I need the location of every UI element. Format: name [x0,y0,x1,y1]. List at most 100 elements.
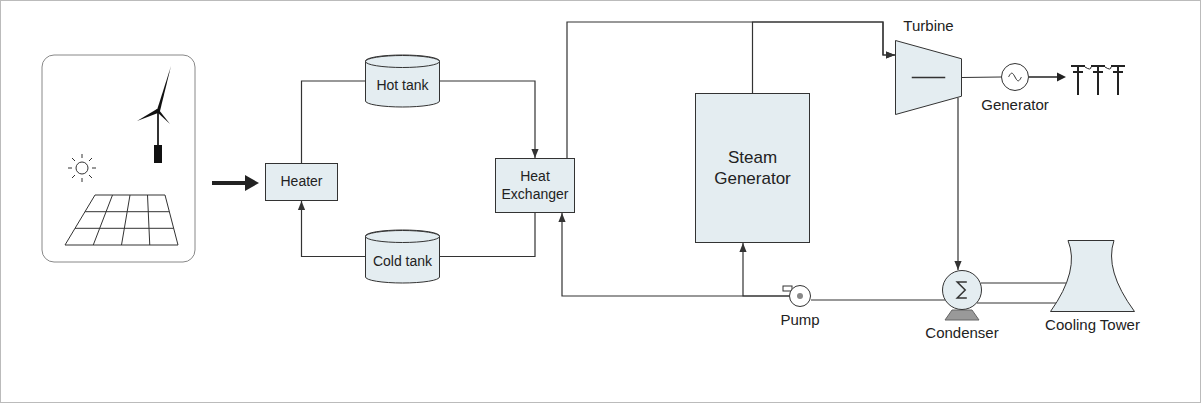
drawing-part [245,175,259,191]
drawing-part [137,109,158,121]
drawing-part [1002,64,1029,91]
pump-symbol-drawing [783,286,811,307]
drawing-part [89,175,92,178]
generator-symbol-outline [1001,63,1029,91]
part-label: Generator [981,96,1049,114]
part-label: Pump [780,311,819,329]
drawing-part [1051,241,1135,312]
process-box: Steam Generator [695,93,810,243]
drawing-part [92,168,96,169]
turbine-symbol: Turbine [895,40,962,115]
process-box: Heater [265,163,338,201]
drawing-part [302,22,1067,303]
drawing-part [1077,66,1079,95]
sources-frame [42,55,195,262]
sun-icon [68,154,96,182]
box-label: Heater [280,173,322,191]
pump-symbol: Pump [789,285,811,307]
grid-output [1029,66,1125,95]
condenser-base [945,310,979,320]
wind-turbine-icon [137,66,171,163]
drawing-part [366,56,440,68]
drawing-part [797,293,803,299]
pump-symbol-outline [789,285,811,307]
drawing-part [154,145,162,163]
renewable-sources-panel [42,55,195,262]
drawing-part [65,195,178,245]
drawing-part [1029,76,1058,78]
box-label: Heat Exchanger [501,168,569,203]
drawing-part [75,228,174,229]
flow-line [981,282,1066,283]
solar-panel-icon [65,195,178,245]
drawing-part [366,230,440,283]
drawing-part [212,181,248,185]
drawing-part [366,55,440,107]
flow-line [962,76,1001,78]
drawing-part [1009,73,1022,81]
drawing-part [122,195,131,245]
cooling-tower-symbol-drawing [1051,241,1135,312]
drawing-part [72,175,75,178]
drawing-part [1097,66,1099,95]
box-label: Hot tank [376,77,428,95]
storage-tank-drawing [366,55,440,107]
drawing-part [93,195,112,245]
flow-line [811,299,945,300]
drawing-part [157,110,170,124]
drawing-part [1073,71,1083,73]
storage-tank-drawing [366,230,440,283]
flow-line [957,98,958,270]
drawing-part [366,231,440,243]
transmission-towers [1071,66,1125,95]
drawing-part [157,66,171,111]
flow-line [753,22,896,93]
drawing-part [1111,65,1125,67]
flow-line [440,213,535,257]
drawing-part [72,158,75,161]
drawing-part [68,168,72,169]
condenser-symbol-drawing [943,271,982,310]
drawing-part [1057,73,1066,82]
part-label: Turbine [903,17,953,35]
part-label: Cooling Tower [1045,316,1140,334]
drawing-part [896,41,962,115]
drawing-part [1071,65,1085,67]
process-box: Heat Exchanger [495,158,575,213]
part-label: Condenser [925,324,998,342]
flow-line [302,81,366,163]
drawing-part [1117,66,1119,95]
drawing-part [912,77,946,79]
condenser-symbol-outline [942,270,982,310]
cooling-tower-symbol: Cooling Tower [1050,240,1135,312]
drawing-part [1093,71,1103,73]
drawing-part [790,286,811,307]
energy-input-arrow [212,175,259,191]
turbine-symbol-outline [895,40,962,115]
generator-symbol: Generator [1001,63,1029,91]
flow-line [977,302,1056,303]
drawing-part [82,154,83,158]
drawing-part [82,178,83,182]
drawing-part [85,211,169,212]
condenser-symbol: Condenser [942,270,982,310]
drawing-part [156,109,160,113]
flow-line [302,201,366,257]
generator-symbol-drawing [1002,64,1029,91]
box-label: Cold tank [373,253,432,271]
drawing-part [148,195,150,245]
drawing-part [943,271,982,310]
drawing-part [1085,67,1111,69]
storage-tank: Hot tank [365,55,440,107]
storage-tank: Cold tank [365,230,440,283]
drawing-part [957,282,967,298]
box-label: Steam Generator [701,147,804,190]
drawing-part [76,162,88,174]
drawing-part [1091,65,1105,67]
drawing-part [1113,71,1123,73]
